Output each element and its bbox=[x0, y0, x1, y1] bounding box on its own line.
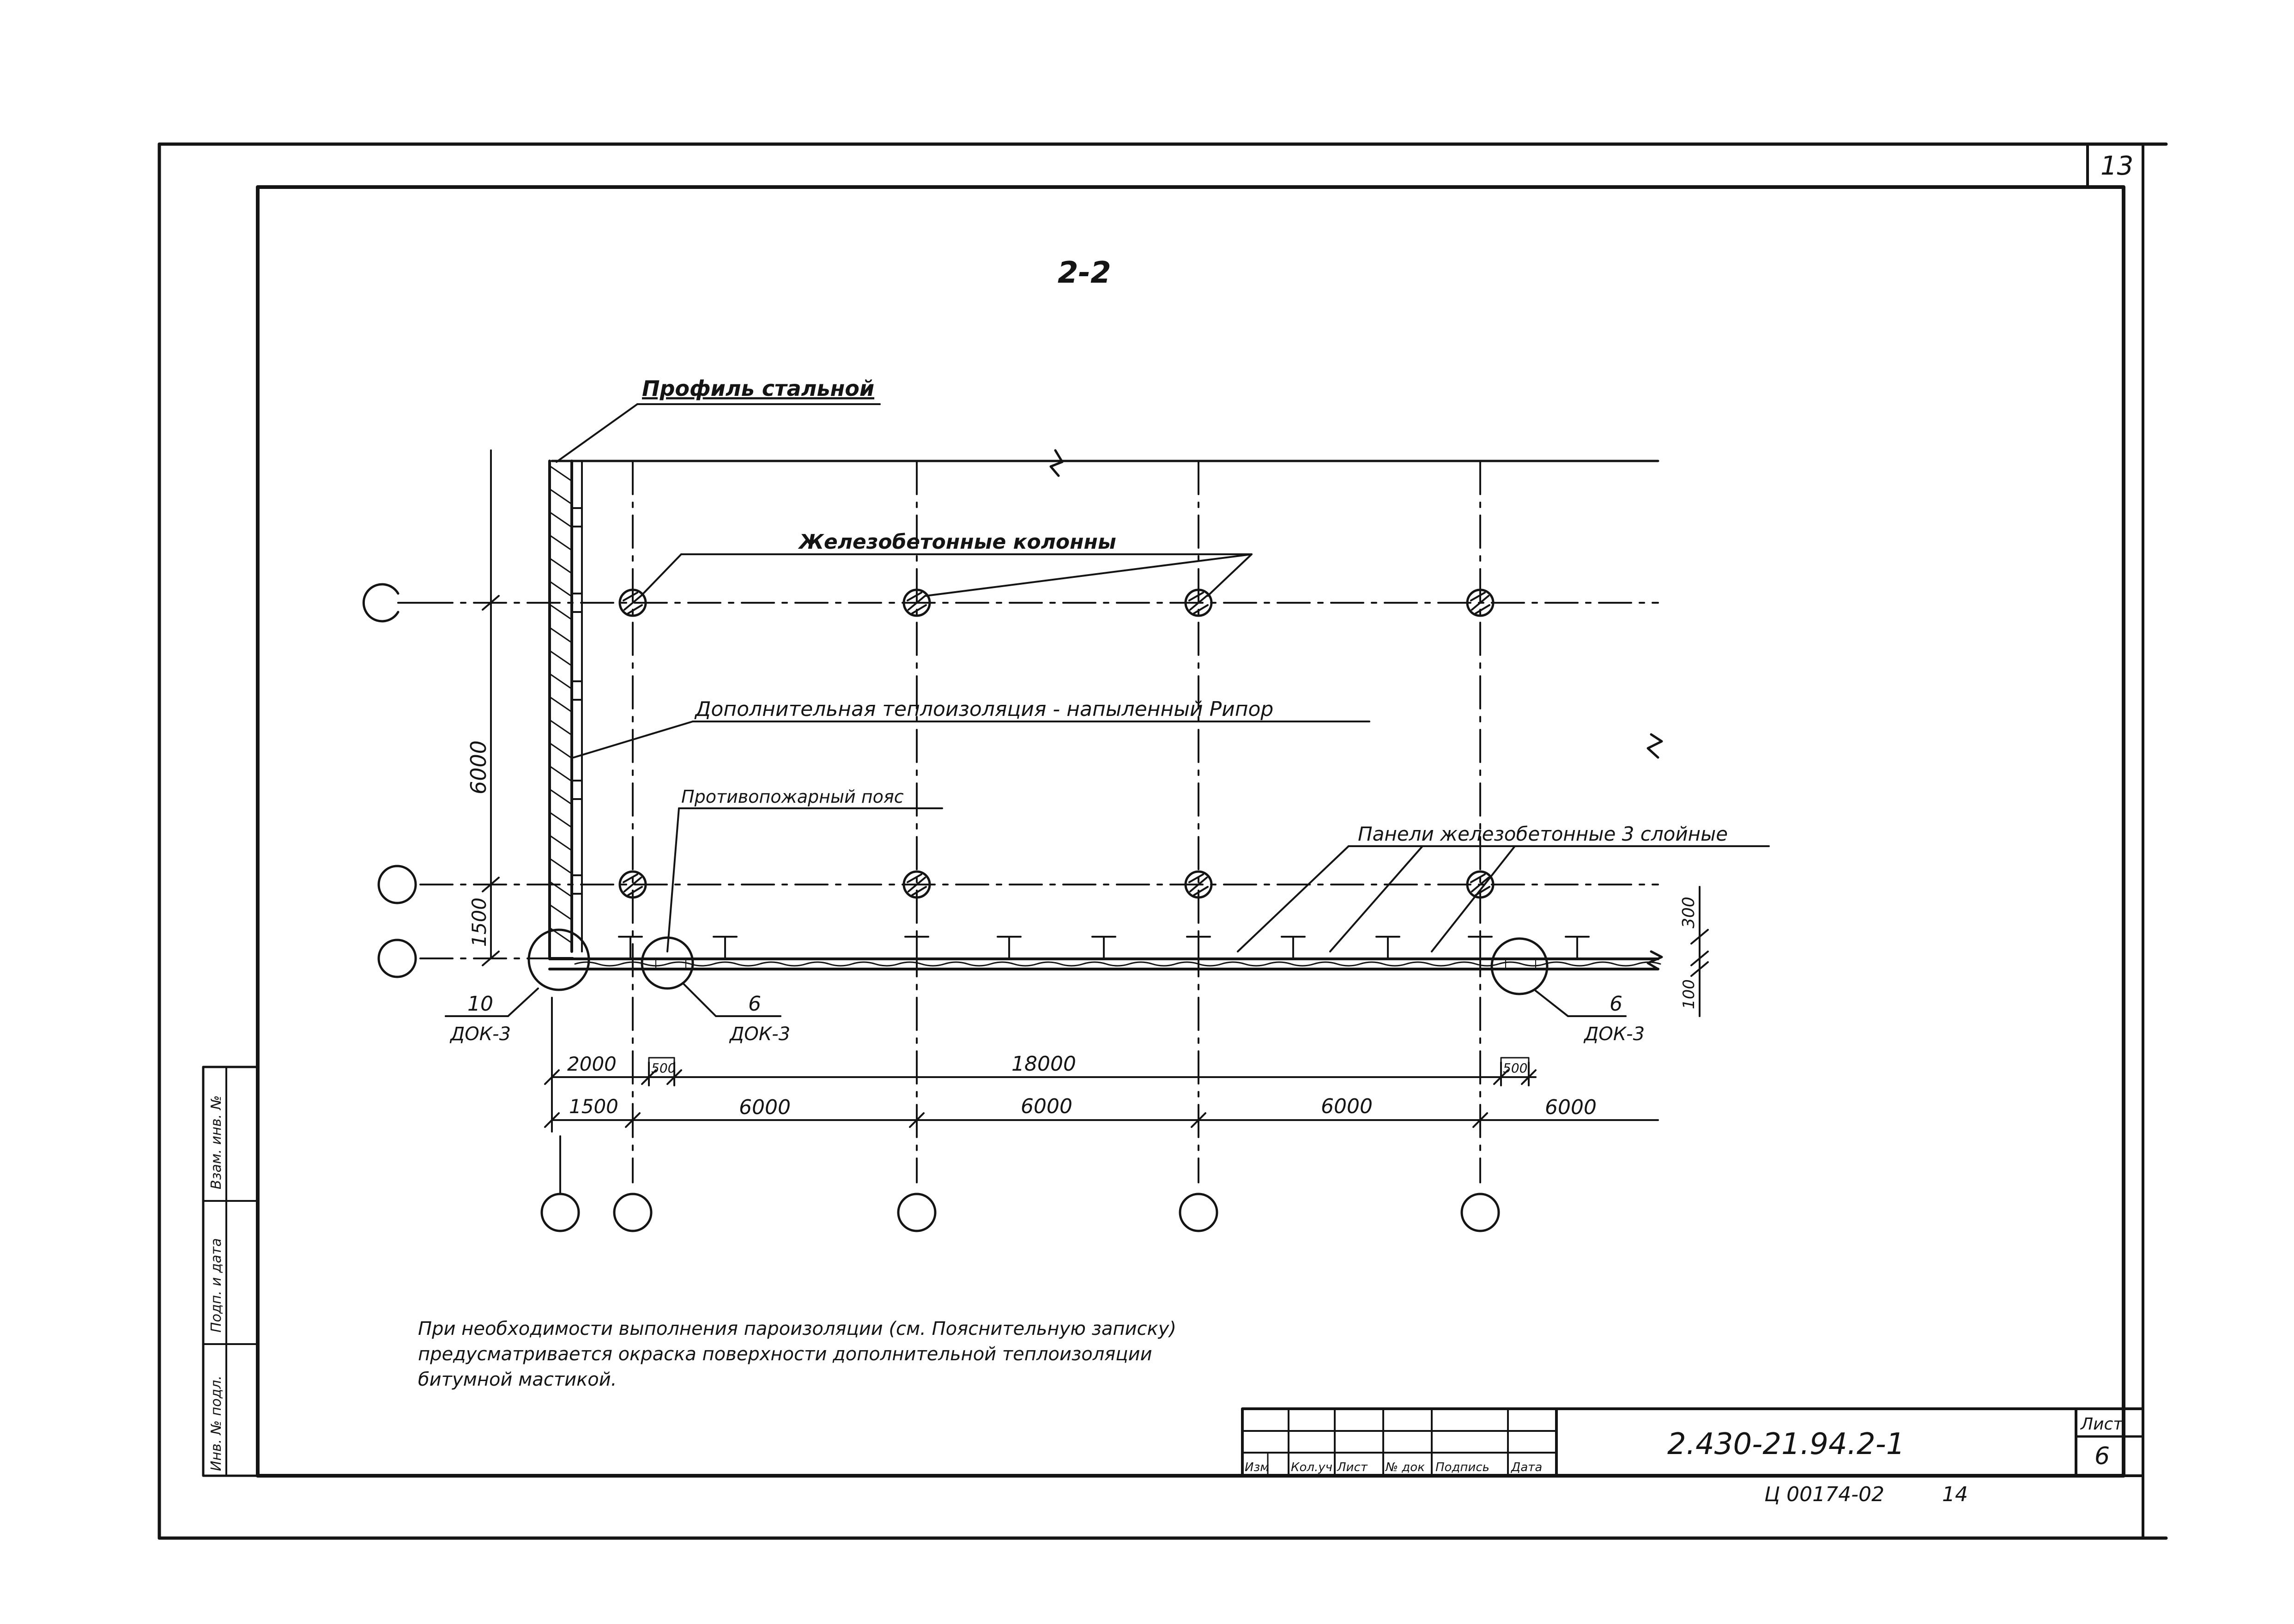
title-col-count: Кол.уч bbox=[1291, 1460, 1332, 1474]
dim-2000: 2000 bbox=[567, 1053, 617, 1075]
note-line-1: При необходимости выполнения пароизоляци… bbox=[418, 1318, 1176, 1339]
label-rc-columns: Железобетонные колонны bbox=[798, 530, 1116, 554]
title-col-doc: № док bbox=[1385, 1460, 1425, 1474]
horizontal-dim-lines bbox=[544, 997, 1659, 1133]
axis-bubble-col3 bbox=[1179, 1193, 1218, 1232]
dim-6000-b: 6000 bbox=[1021, 1095, 1072, 1118]
detail-circle-6-right bbox=[1490, 937, 1549, 995]
label-leaders bbox=[556, 403, 1770, 952]
break-mark-right bbox=[1646, 733, 1663, 759]
label-rc-panels: Панели железобетонные 3 слойные bbox=[1358, 823, 1728, 845]
dim-1500: 1500 bbox=[569, 1095, 618, 1118]
steel-profile-wall bbox=[548, 460, 583, 960]
dim-vertical-6000: 6000 bbox=[466, 740, 491, 794]
label-extra-insulation: Дополнительная теплоизоляция - напыленны… bbox=[694, 697, 1273, 721]
break-mark-top bbox=[1049, 449, 1064, 477]
detail-circle-6-left bbox=[641, 936, 694, 990]
detail-circle-10 bbox=[527, 928, 590, 991]
title-block bbox=[1241, 1407, 2144, 1477]
label-fire-belt: Противопожарный пояс bbox=[681, 787, 904, 807]
side-stamp-replacement-inv: Взам. инв. № bbox=[208, 1095, 224, 1189]
axis-bubble-col0 bbox=[540, 1193, 580, 1232]
dim-vertical-100: 100 bbox=[1680, 979, 1698, 1009]
callout-10-doc: ДОК-3 bbox=[449, 1024, 511, 1045]
archive-number: Ц 00174-02 bbox=[1764, 1483, 1884, 1506]
note-line-3: битумной мастикой. bbox=[418, 1369, 617, 1390]
dim-18000: 18000 bbox=[1011, 1052, 1076, 1076]
axis-bubble-col4 bbox=[1460, 1193, 1500, 1232]
callout-10-number: 10 bbox=[467, 992, 493, 1016]
dim-6000-d: 6000 bbox=[1545, 1096, 1597, 1119]
axis-bubble-col1 bbox=[613, 1193, 653, 1232]
column-b2 bbox=[902, 870, 931, 899]
title-col-date: Дата bbox=[1511, 1460, 1542, 1474]
dim-6000-c: 6000 bbox=[1321, 1095, 1373, 1118]
dim-vertical-300: 300 bbox=[1679, 897, 1698, 928]
column-b1 bbox=[902, 588, 931, 617]
title-col-signature: Подпись bbox=[1435, 1460, 1489, 1474]
label-steel-profile: Профиль стальной bbox=[642, 376, 874, 401]
callout-6-right-number: 6 bbox=[1610, 992, 1622, 1016]
document-code: 2.430-21.94.2-1 bbox=[1667, 1427, 1905, 1461]
dim-6000-a: 6000 bbox=[739, 1096, 791, 1119]
column-markers bbox=[618, 588, 1495, 899]
side-stamp-sign-date: Подп. и дата bbox=[208, 1238, 224, 1333]
sheet-frame bbox=[157, 142, 2168, 1540]
callout-6-left-number: 6 bbox=[748, 992, 761, 1016]
axis-bubble-row2 bbox=[377, 865, 417, 904]
title-col-sheet: Лист bbox=[1337, 1460, 1368, 1474]
column-c1 bbox=[1184, 588, 1213, 617]
vertical-dim-lines bbox=[482, 449, 500, 966]
sheet-number: 6 bbox=[2094, 1442, 2110, 1470]
column-a2 bbox=[618, 870, 647, 899]
dim-vertical-1500: 1500 bbox=[468, 897, 490, 947]
sheet-label: Лист bbox=[2080, 1415, 2123, 1434]
column-c2 bbox=[1184, 870, 1213, 899]
sandwich-panels bbox=[548, 936, 1661, 970]
corner-sheet-number: 13 bbox=[2100, 151, 2133, 181]
axis-bubble-row1 bbox=[362, 583, 399, 623]
side-stamp-original-inv: Инв. № подл. bbox=[208, 1376, 224, 1471]
axis-bubbles bbox=[362, 583, 1500, 1232]
right-dim-lines bbox=[1690, 886, 1709, 1017]
dim-500-right: 500 bbox=[1503, 1060, 1527, 1076]
archive-page: 14 bbox=[1942, 1483, 1968, 1506]
title-col-change: Изм bbox=[1245, 1460, 1269, 1474]
callout-6-right-doc: ДОК-3 bbox=[1583, 1024, 1645, 1045]
note-line-2: предусматривается окраска поверхности до… bbox=[418, 1344, 1152, 1365]
column-d2 bbox=[1466, 870, 1495, 899]
dim-500-left: 500 bbox=[651, 1060, 676, 1076]
axis-bubble-col2 bbox=[897, 1193, 937, 1232]
callout-leaders bbox=[445, 983, 1627, 1017]
column-a1 bbox=[618, 588, 647, 617]
side-stamp bbox=[202, 1066, 259, 1477]
callout-6-left-doc: ДОК-3 bbox=[729, 1024, 790, 1045]
section-title: 2-2 bbox=[1058, 256, 1111, 290]
column-d1 bbox=[1466, 588, 1495, 617]
axis-bubble-row3 bbox=[377, 939, 417, 978]
